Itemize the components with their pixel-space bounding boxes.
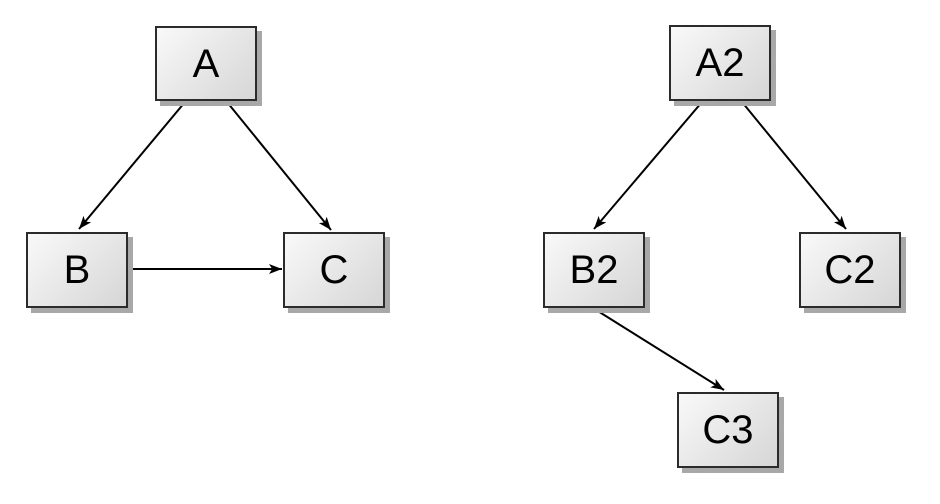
- node-B2-label: B2: [569, 248, 619, 292]
- node-B-label: B: [63, 248, 91, 292]
- edge-A2-to-C2: [741, 101, 847, 230]
- node-B[interactable]: B: [26, 232, 128, 308]
- node-B2[interactable]: B2: [543, 232, 645, 308]
- node-C3[interactable]: C3: [677, 392, 779, 468]
- edge-A-to-C: [226, 101, 332, 231]
- edge-A2-to-B2: [593, 101, 703, 230]
- node-A-label: A: [192, 41, 220, 86]
- edge-B2-to-C3: [592, 307, 725, 391]
- node-C2-label: C2: [824, 248, 876, 292]
- node-C2[interactable]: C2: [799, 232, 901, 308]
- node-C[interactable]: C: [283, 232, 385, 308]
- node-A[interactable]: A: [155, 26, 257, 101]
- node-C3-label: C3: [702, 408, 754, 452]
- node-A2-label: A2: [695, 41, 745, 85]
- node-C-label: C: [319, 248, 349, 292]
- edge-A-to-B: [78, 101, 186, 230]
- node-A2[interactable]: A2: [669, 25, 771, 101]
